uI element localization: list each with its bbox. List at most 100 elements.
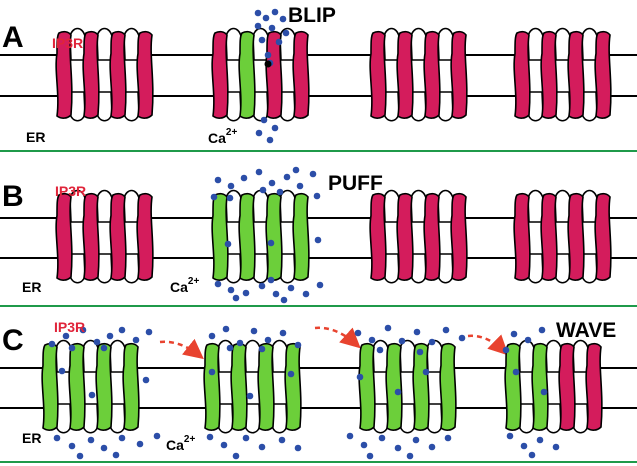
ip3r-label: IP3R [52,35,83,51]
calcium-ion [302,290,310,298]
calcium-ion [242,434,250,442]
calcium-ion [267,239,275,247]
ip3r-label: IP3R [54,319,85,335]
calcium-ion [153,432,161,440]
ip3r-subunit-closed [423,192,441,281]
wave-propagation-arrow [314,326,361,349]
calcium-ion [142,376,150,384]
calcium-ion [227,182,235,190]
calcium-ion [528,451,536,459]
calcium-ion [262,14,270,22]
ip3r-subunit-open [211,192,229,281]
ip3r-subunit-closed [136,192,154,281]
ip3r-subunit-closed [109,30,127,119]
panel-b: B PUFF IP3R ER Ca2+ [0,166,637,307]
calcium-ion [422,368,430,376]
calcium-ion [48,340,56,348]
ip3r-cluster [55,189,154,284]
receptor-layer [0,189,637,307]
panel-a: A BLIP IP3R ER Ca2+ [0,4,637,152]
calcium-ion [360,441,368,449]
calcium-charge: 2+ [188,276,200,287]
ip3r-subunit-open [68,342,86,431]
calcium-ion [246,392,254,400]
receptor-layer [0,339,637,463]
calcium-ion [259,186,267,194]
calcium-ion [536,436,544,444]
calcium-ion [442,326,450,334]
calcium-ion [118,326,126,334]
ip3r-subunit-closed [450,192,468,281]
calcium-ion [267,276,275,284]
calcium-ion [276,188,284,196]
calcium-ion [366,452,374,460]
ip3r-cluster [55,27,154,122]
ip3r-subunit-open [412,342,430,431]
calcium-ion [236,339,244,347]
calcium-ion [294,444,302,452]
calcium-ion [254,9,262,17]
calcium-ion [222,325,230,333]
calcium-ion [279,15,287,23]
ip3r-subunit-closed [540,192,558,281]
ip3r-subunit-open [230,342,248,431]
event-title: PUFF [328,172,383,195]
ip3r-subunit-closed [211,30,229,119]
panel-letter: A [2,21,24,54]
calcium-ion [540,388,548,396]
calcium-ion [354,329,362,337]
channel-pore-marker [264,60,272,68]
ip3r-subunit-closed [567,192,585,281]
calcium-ion [282,29,290,37]
calcium-ion [428,443,436,451]
calcium-ion [296,182,304,190]
event-title: WAVE [556,319,616,342]
calcium-ion [283,173,291,181]
ip3r-subunit-closed [423,30,441,119]
ip3r-subunit-closed [109,192,127,281]
calcium-ion-layer [210,166,324,304]
calcium-ion [226,344,234,352]
calcium-ion [520,442,528,450]
ip3r-cluster [369,189,468,284]
ip3r-subunit-closed [82,192,100,281]
calcium-ion [255,129,263,137]
ip3r-subunit-open [284,342,302,431]
calcium-ion [287,370,295,378]
ip3r-cluster [211,189,310,284]
calcium-ion [100,344,108,352]
ip3r-cluster [369,27,468,122]
calcium-ion [258,36,266,44]
calcium-ion [106,332,114,340]
calcium-ion [272,290,280,298]
calcium-ion [208,368,216,376]
calcium-ion [538,326,546,334]
calcium-symbol: Ca [208,130,226,146]
ip3r-subunit-closed [136,30,154,119]
calcium-ion [280,296,288,304]
calcium-ion [512,368,520,376]
calcium-ion-layer [254,8,290,144]
calcium-ion [458,334,466,342]
calcium-ion [88,391,96,399]
calcium-ion [268,179,276,187]
calcium-ion [206,433,214,441]
calcium-ion [258,443,266,451]
calcium-ion [264,336,272,344]
calcium-ion [314,236,322,244]
ip3r-subunit-open [358,342,376,431]
ip3r-cluster [504,339,603,434]
calcium-ion [100,444,108,452]
ip3r-subunit-open [531,342,549,431]
calcium-ion [232,452,240,460]
calcium-ion [258,345,266,353]
calcium-ion [506,432,514,440]
calcium-ion [258,282,266,290]
ip3r-cluster [513,27,612,122]
ip3r-subunit-closed [594,192,612,281]
calcium-ion [226,194,234,202]
calcium-ion [279,329,287,337]
calcium-label: Ca2+ [166,434,195,453]
calcium-ion [214,176,222,184]
